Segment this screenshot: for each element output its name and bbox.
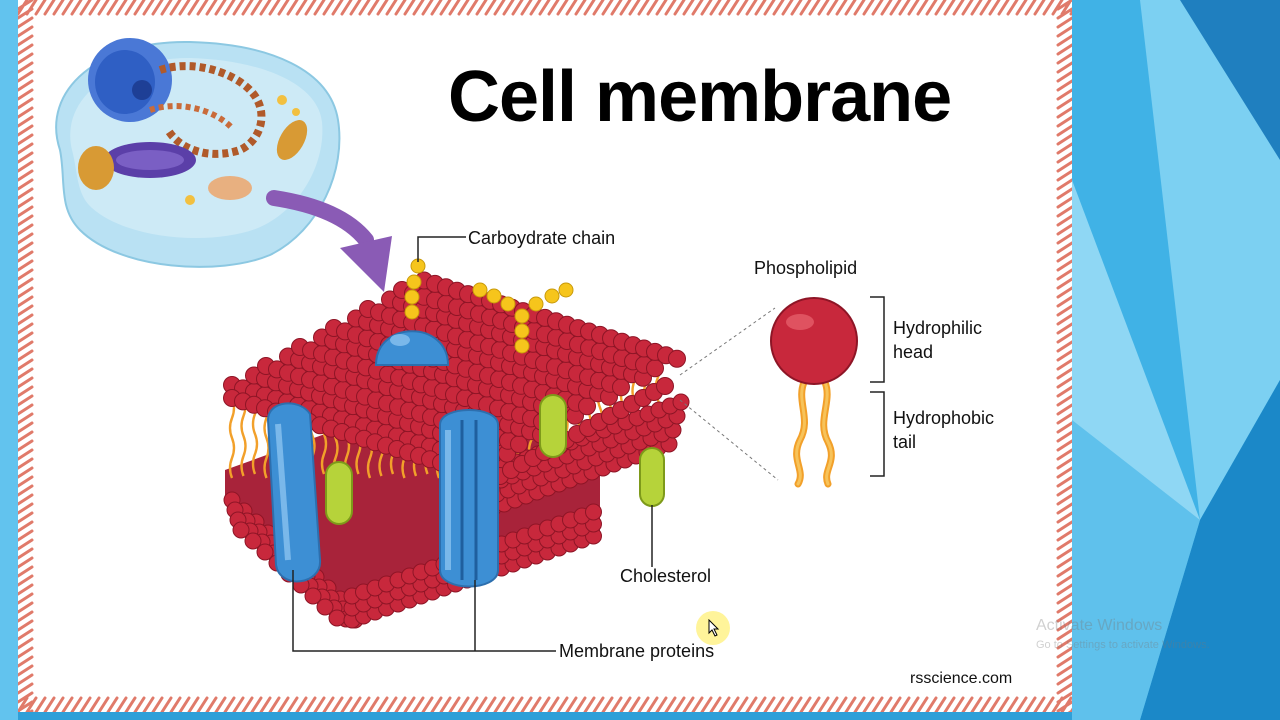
zoom-lines — [679, 307, 779, 481]
carbohydrate-chains — [404, 258, 574, 354]
membrane-protein-left — [266, 402, 322, 583]
slide-title: Cell membrane — [448, 57, 952, 137]
phospholipid-label: Phospholipid — [754, 258, 858, 278]
membrane-protein-middle — [439, 409, 499, 588]
membrane-proteins-label: Membrane proteins — [559, 641, 715, 661]
source-credit: rsscience.com — [910, 670, 1013, 687]
phospholipid-illustration — [770, 297, 858, 488]
hydrophobic-tail-label: tail — [893, 432, 917, 452]
hydrophilic-label: Hydrophilic — [893, 318, 983, 338]
leader-lines — [292, 236, 885, 652]
animal-cell-image — [55, 38, 341, 268]
hydrophobic-label: Hydrophobic — [893, 408, 995, 428]
activation-watermark-subtitle: Go to Settings to activate Windows. — [1036, 639, 1210, 651]
carbohydrate-chain-label: Carboydrate chain — [468, 228, 616, 248]
hydrophilic-head-label: head — [893, 342, 934, 362]
cholesterol-label: Cholesterol — [620, 566, 712, 586]
activation-watermark-title: Activate Windows — [1036, 617, 1163, 634]
zoom-arrow — [266, 190, 392, 292]
cholesterol-molecules — [325, 394, 665, 525]
mouse-cursor-icon — [708, 619, 720, 637]
surface-protein-dome — [374, 330, 450, 366]
